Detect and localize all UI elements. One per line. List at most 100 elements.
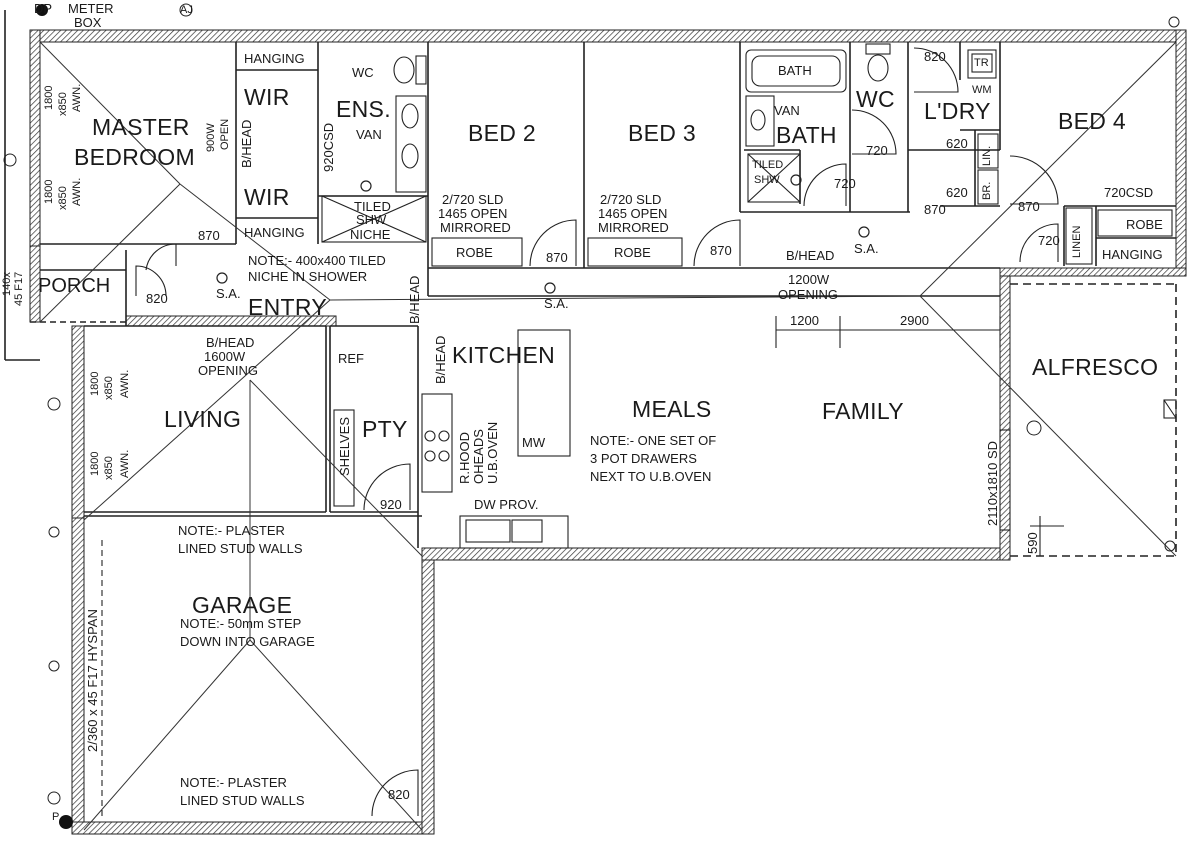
label-dim-590: 590 [1025,532,1040,554]
label-hyspan: 2/360 x 45 F17 HYSPAN [85,609,100,752]
dim-820-garage: 820 [388,787,410,802]
label-rhood-2: OHEADS [471,429,486,484]
room-garage: GARAGE [192,592,293,618]
label-ensuite-van: VAN [356,127,382,142]
label-dp: DP [34,1,53,16]
room-alfresco: ALFRESCO [1032,354,1159,380]
dim-920-pty: 920 [380,497,402,512]
label-kitchen-note-2: 3 POT DRAWERS [590,451,697,466]
label-csd-920: 920CSD [321,122,336,172]
label-bed2-sld-1: 2/720 SLD [442,192,504,207]
label-hanging-bed4: HANGING [1102,247,1163,262]
label-wir-open-1: 900W [205,123,217,152]
room-meals: MEALS [632,396,712,422]
room-ensuite: ENS. [336,96,391,122]
label-bed2-sld-3: MIRRORED [440,220,511,235]
label-sa-bed4: S.A. [854,241,879,256]
label-bhead-living-1: B/HEAD [206,335,255,350]
label-wir-bhead: B/HEAD [239,119,254,168]
label-awn-mbr-top-1: 1800 [43,85,55,110]
label-sa-hall: S.A. [544,296,569,311]
label-sd-2110: 2110x1810 SD [985,440,1000,526]
label-awn-mbr-bot-1: 1800 [43,179,55,204]
label-bed3-sld-2: 1465 OPEN [598,206,668,221]
room-wir-top: WIR [244,84,290,110]
dim-720-linen: 720 [1038,233,1060,248]
room-wc: WC [856,86,895,112]
label-dw-prov: DW PROV. [474,497,539,512]
room-laundry: L'DRY [924,98,991,124]
dim-870-bed3: 870 [710,243,732,258]
dim-870-entry: 870 [198,228,220,243]
room-bed2: BED 2 [468,120,536,146]
label-meter-box-2: BOX [74,15,102,30]
dim-1200: 1200 [790,313,819,328]
label-rhood-3: U.B.OVEN [485,421,500,484]
room-master-bedroom-line2: BEDROOM [74,144,195,170]
label-bhead-living-2: 1600W [204,349,246,364]
label-kitchen-note-3: NEXT TO U.B.OVEN [590,469,712,484]
label-tiled-shw-2: SHW [754,174,780,186]
label-hanging-bottom: HANGING [244,225,305,240]
room-kitchen: KITCHEN [452,342,556,368]
dim-820-porch: 820 [146,291,168,306]
dim-720-wc: 720 [866,143,888,158]
label-br: BR. [981,181,993,200]
door-swings [135,47,1059,817]
label-awn-liv-top-1: 1800 [89,371,101,396]
room-wir-bottom: WIR [244,184,290,210]
vent-symbols [3,3,1180,805]
room-bed3: BED 3 [628,120,696,146]
room-pantry: PTY [362,416,408,442]
label-rhood-1: R.HOOD [457,432,472,484]
label-bath-van: VAN [774,103,800,118]
label-robe-bed2: ROBE [456,245,493,260]
label-lin: LIN. [981,145,993,166]
label-awn-mbr-bot-2: x850 [57,186,69,210]
roof-lines [39,41,1177,831]
label-bed2-sld-2: 1465 OPEN [438,206,508,221]
label-garage-step-2: DOWN INTO GARAGE [180,634,315,649]
label-bhead-vert-b: B/HEAD [433,335,448,384]
label-tiled-shw-1: TILED [752,159,784,171]
label-meter-box-1: METER [68,1,114,16]
label-p: P [52,811,60,823]
label-bhead-top-2: 1200W [788,272,830,287]
label-garage-note-bottom-1: NOTE:- PLASTER [180,775,287,790]
room-master-bedroom-line1: MASTER [92,114,190,140]
dim-870-bed2: 870 [546,250,568,265]
dim-870-bed4: 870 [1018,199,1040,214]
external-walls [29,29,1187,835]
room-family: FAMILY [822,398,904,424]
label-robe-bed4: ROBE [1126,217,1163,232]
label-awn-liv-bot-1: 1800 [89,451,101,476]
label-bhead-top-3: OPENING [778,287,838,302]
label-porch-post-1: 140x [1,272,13,296]
dim-620-b: 620 [946,185,968,200]
label-bhead-vert-a: B/HEAD [407,275,422,324]
label-sa-entry: S.A. [216,286,241,301]
fixtures [101,43,1177,816]
label-ensuite-wc: WC [352,65,374,80]
label-linen: LINEN [1071,225,1083,258]
label-shelves: SHELVES [337,416,352,476]
label-bed3-sld-1: 2/720 SLD [600,192,662,207]
label-awn-liv-bot-3: AWN. [119,449,131,478]
label-wm: WM [972,84,992,96]
room-entry: ENTRY [248,294,328,320]
label-niche-note-1: NOTE:- 400x400 TILED [248,253,386,268]
dim-720-bath: 720 [834,176,856,191]
label-awn-liv-bot-2: x850 [103,456,115,480]
label-tiled-shw-niche-2: SHW [356,212,387,227]
label-bhead-top-1: B/HEAD [786,248,835,263]
room-bath: BATH [776,122,837,148]
label-bath-tub: BATH [778,63,812,78]
label-awn-mbr-bot-3: AWN. [71,177,83,206]
label-bhead-living-3: OPENING [198,363,258,378]
label-mw: MW [522,435,546,450]
label-niche-note-2: NICHE IN SHOWER [248,269,368,284]
label-aj: AJ [180,4,193,16]
label-tiled-shw-niche-1: TILED [354,199,391,214]
label-robe-bed3: ROBE [614,245,651,260]
